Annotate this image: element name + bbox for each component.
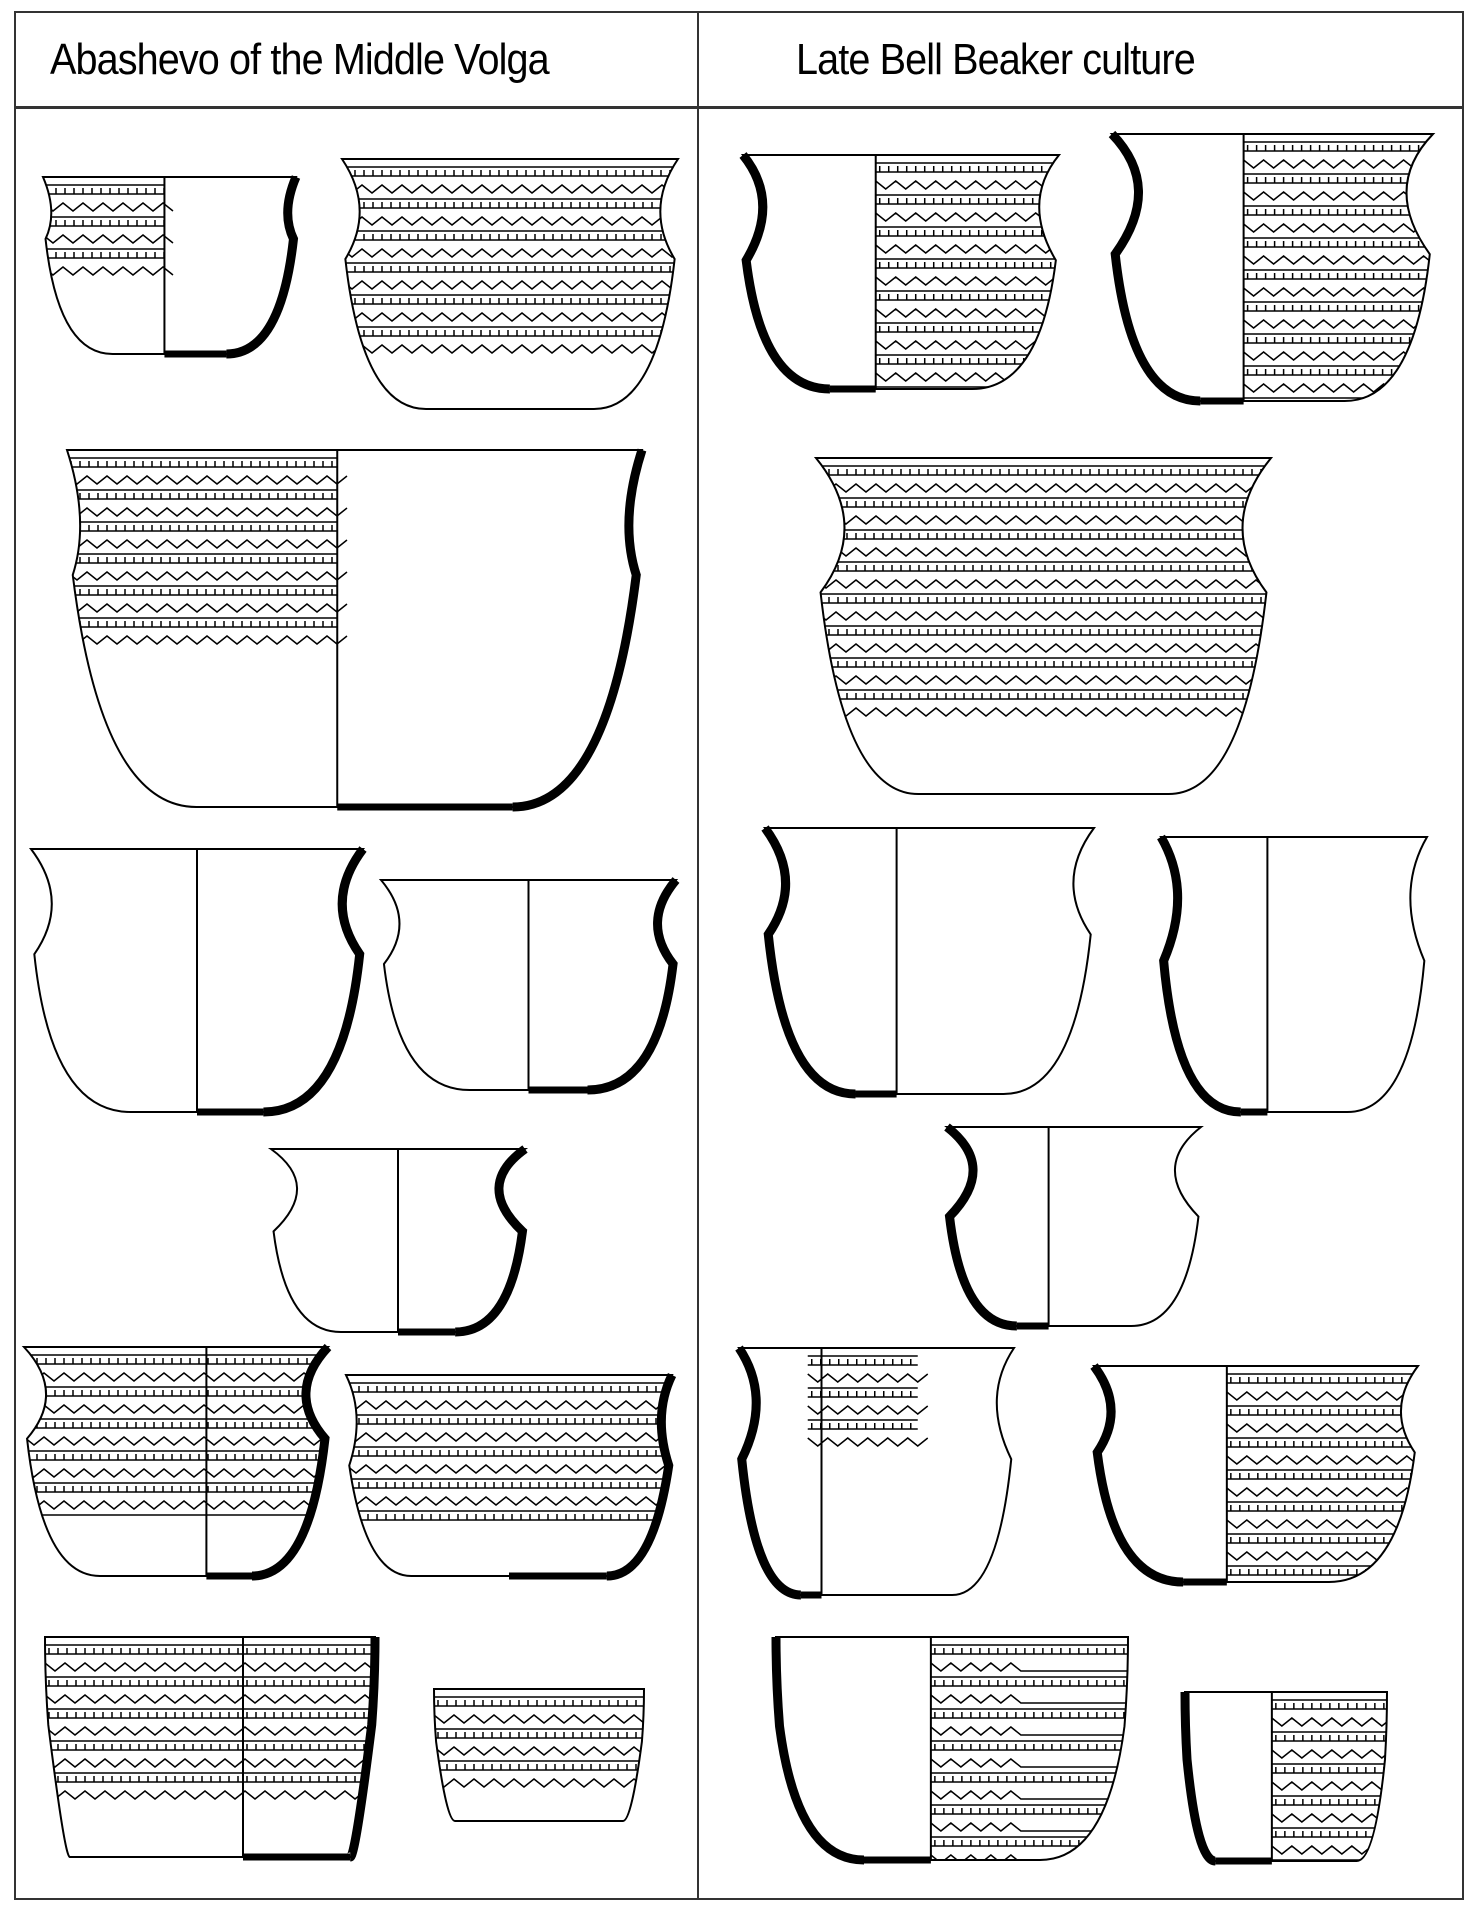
pot-bell-beaker-7 xyxy=(735,1345,1016,1600)
column-divider xyxy=(697,11,699,1900)
wall-section xyxy=(1180,1691,1217,1866)
wall-section xyxy=(739,152,831,394)
column-heading-late-bell-beaker: Late Bell Beaker culture xyxy=(796,34,1196,84)
wall-section xyxy=(944,1123,1018,1331)
wall-section xyxy=(735,1345,802,1600)
wall-section xyxy=(587,877,680,1095)
pot-abashevo-4 xyxy=(28,846,367,1117)
pot-abashevo-5 xyxy=(378,877,680,1095)
wall-section xyxy=(345,1636,380,1862)
incised-decoration xyxy=(434,1696,644,1788)
wall-section xyxy=(771,1636,865,1865)
incised-decoration xyxy=(43,184,174,276)
pot-bell-beaker-2 xyxy=(1108,130,1436,406)
pot-bell-beaker-9 xyxy=(771,1636,1130,1865)
wall-section xyxy=(263,846,367,1117)
pot-bell-beaker-3 xyxy=(813,457,1274,795)
pot-bell-beaker-4 xyxy=(761,825,1096,1099)
pot-bell-beaker-10 xyxy=(1180,1691,1389,1866)
pot-bell-beaker-8 xyxy=(1090,1363,1420,1587)
wall-section xyxy=(251,1343,332,1581)
incised-decoration xyxy=(930,1644,1128,1860)
pot-abashevo-7 xyxy=(21,1343,332,1581)
wall-section xyxy=(1157,834,1242,1117)
comparison-table-frame xyxy=(14,11,1464,1900)
incised-decoration xyxy=(24,1354,328,1516)
wall-section xyxy=(606,1373,677,1581)
incised-decoration xyxy=(807,1355,929,1447)
incised-decoration xyxy=(67,457,348,645)
pot-bell-beaker-1 xyxy=(739,152,1062,394)
wall-section xyxy=(1108,130,1201,406)
incised-decoration xyxy=(816,465,1271,717)
pot-abashevo-10 xyxy=(432,1688,646,1822)
incised-decoration xyxy=(45,1644,375,1800)
wall-section xyxy=(1090,1363,1184,1587)
pot-abashevo-3 xyxy=(65,448,647,812)
pot-abashevo-9 xyxy=(43,1636,380,1862)
pot-bell-beaker-5 xyxy=(1157,834,1429,1117)
incised-decoration xyxy=(342,166,678,354)
wall-section xyxy=(454,1145,528,1337)
column-heading-abashevo: Abashevo of the Middle Volga xyxy=(50,34,550,84)
pot-abashevo-8 xyxy=(344,1373,677,1581)
pot-abashevo-6 xyxy=(267,1145,529,1337)
wall-section xyxy=(761,825,856,1099)
pot-bell-beaker-6 xyxy=(944,1123,1204,1331)
wall-section xyxy=(512,448,647,812)
header-divider xyxy=(14,106,1464,109)
wall-section xyxy=(226,175,301,359)
pot-abashevo-1 xyxy=(41,175,301,359)
pot-abashevo-2 xyxy=(340,158,680,410)
